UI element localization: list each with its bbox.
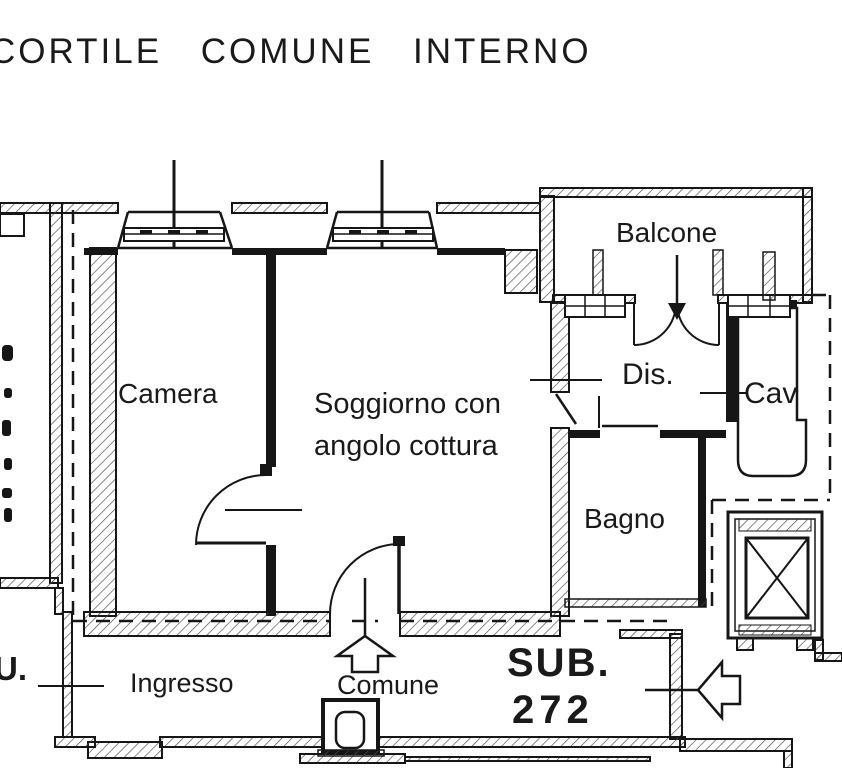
balcony-french-door [633,255,720,346]
room-label-soggiorno-line2: angolo cottura [314,430,498,462]
exterior-walls [0,195,555,617]
bagno-door [598,396,658,428]
elevator-shaft [726,510,824,640]
balcony-windows [564,249,791,318]
room-label-balcone: Balcone [616,217,718,248]
clipped-vertical-text [2,345,13,522]
edge-text-fragment: U. [0,650,27,687]
room-label-ingresso: Ingresso [130,668,234,698]
cav-room-outline [736,306,808,478]
sub-label: SUB. [507,641,611,685]
room-label-cav: Cav [744,377,798,410]
camera-window [116,160,234,250]
room-label-comune: Comune [337,670,440,700]
entry-arrow-up [333,578,397,674]
dis-door [554,393,578,425]
sub-number: 272 [512,688,594,732]
entrance-door [329,536,405,615]
camera-door [195,464,272,546]
plan-title: CORTILE COMUNE INTERNO [0,32,592,71]
soggiorno-window [325,160,439,250]
corridor-fixture [317,698,385,757]
room-label-camera: Camera [118,378,218,409]
entry-arrow-left [645,658,742,722]
room-label-soggiorno-line1: Soggiorno con [314,388,502,420]
room-label-bagno: Bagno [584,503,665,534]
room-label-dis: Dis. [622,358,674,391]
interior-wall-faces [84,248,505,255]
tick-marks [38,379,748,687]
dashed-boundary [71,210,832,623]
bottom-walls [0,213,842,768]
